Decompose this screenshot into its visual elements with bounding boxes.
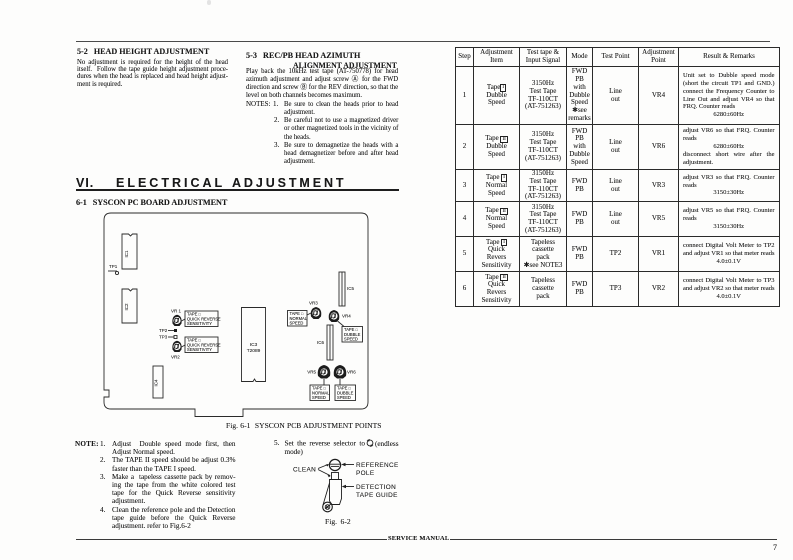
svg-text:VR2: VR2 [171,355,180,360]
svg-text:TP1: TP1 [109,264,118,269]
svg-text:VR 1: VR 1 [171,309,182,314]
svg-text:DUBBLE: DUBBLE [344,332,361,337]
svg-text:CLEAN: CLEAN [293,467,316,474]
svg-text:VR6: VR6 [347,370,356,375]
svg-text:SPEED: SPEED [290,321,304,326]
svg-text:SPEED: SPEED [344,337,358,342]
svg-text:TAPE □: TAPE □ [344,327,359,332]
svg-text:T2089: T2089 [247,348,261,354]
svg-text:SPEED: SPEED [337,395,351,400]
svg-text:DUBBLE: DUBBLE [337,390,354,395]
svg-text:IC2: IC2 [124,303,129,311]
svg-text:VR3: VR3 [309,301,318,306]
svg-text:NORMAL: NORMAL [312,390,330,395]
svg-text:IC6: IC6 [317,340,325,345]
svg-text:TAPE □: TAPE □ [337,386,352,391]
svg-text:VR5: VR5 [307,370,316,375]
svg-text:TAPE □: TAPE □ [290,311,305,316]
svg-text:QUICK REVERSE: QUICK REVERSE [187,342,221,347]
svg-text:TAPE GUIDE: TAPE GUIDE [356,492,398,499]
svg-text:SENSITIVITY: SENSITIVITY [187,321,212,326]
svg-text:DETECTION: DETECTION [356,484,396,491]
svg-text:IC3: IC3 [250,342,258,348]
svg-text:NORMAL: NORMAL [290,316,308,321]
svg-text:TAPE □: TAPE □ [312,386,327,391]
svg-text:IC5: IC5 [347,286,355,291]
svg-text:SENSITIVITY: SENSITIVITY [187,347,212,352]
svg-text:POLE: POLE [356,470,374,477]
svg-text:TAPE □: TAPE □ [187,312,202,317]
svg-text:QUICK REVERSE: QUICK REVERSE [187,316,221,321]
svg-text:VR4: VR4 [342,314,351,319]
svg-text:TP2: TP2 [159,328,168,333]
svg-text:SPEED: SPEED [312,395,326,400]
svg-text:TP3: TP3 [159,335,168,340]
svg-text:REFERENCE: REFERENCE [356,462,399,469]
svg-text:IC1: IC1 [124,250,129,258]
svg-text:TAPE □: TAPE □ [187,338,202,343]
svg-text:IC4: IC4 [154,379,159,387]
